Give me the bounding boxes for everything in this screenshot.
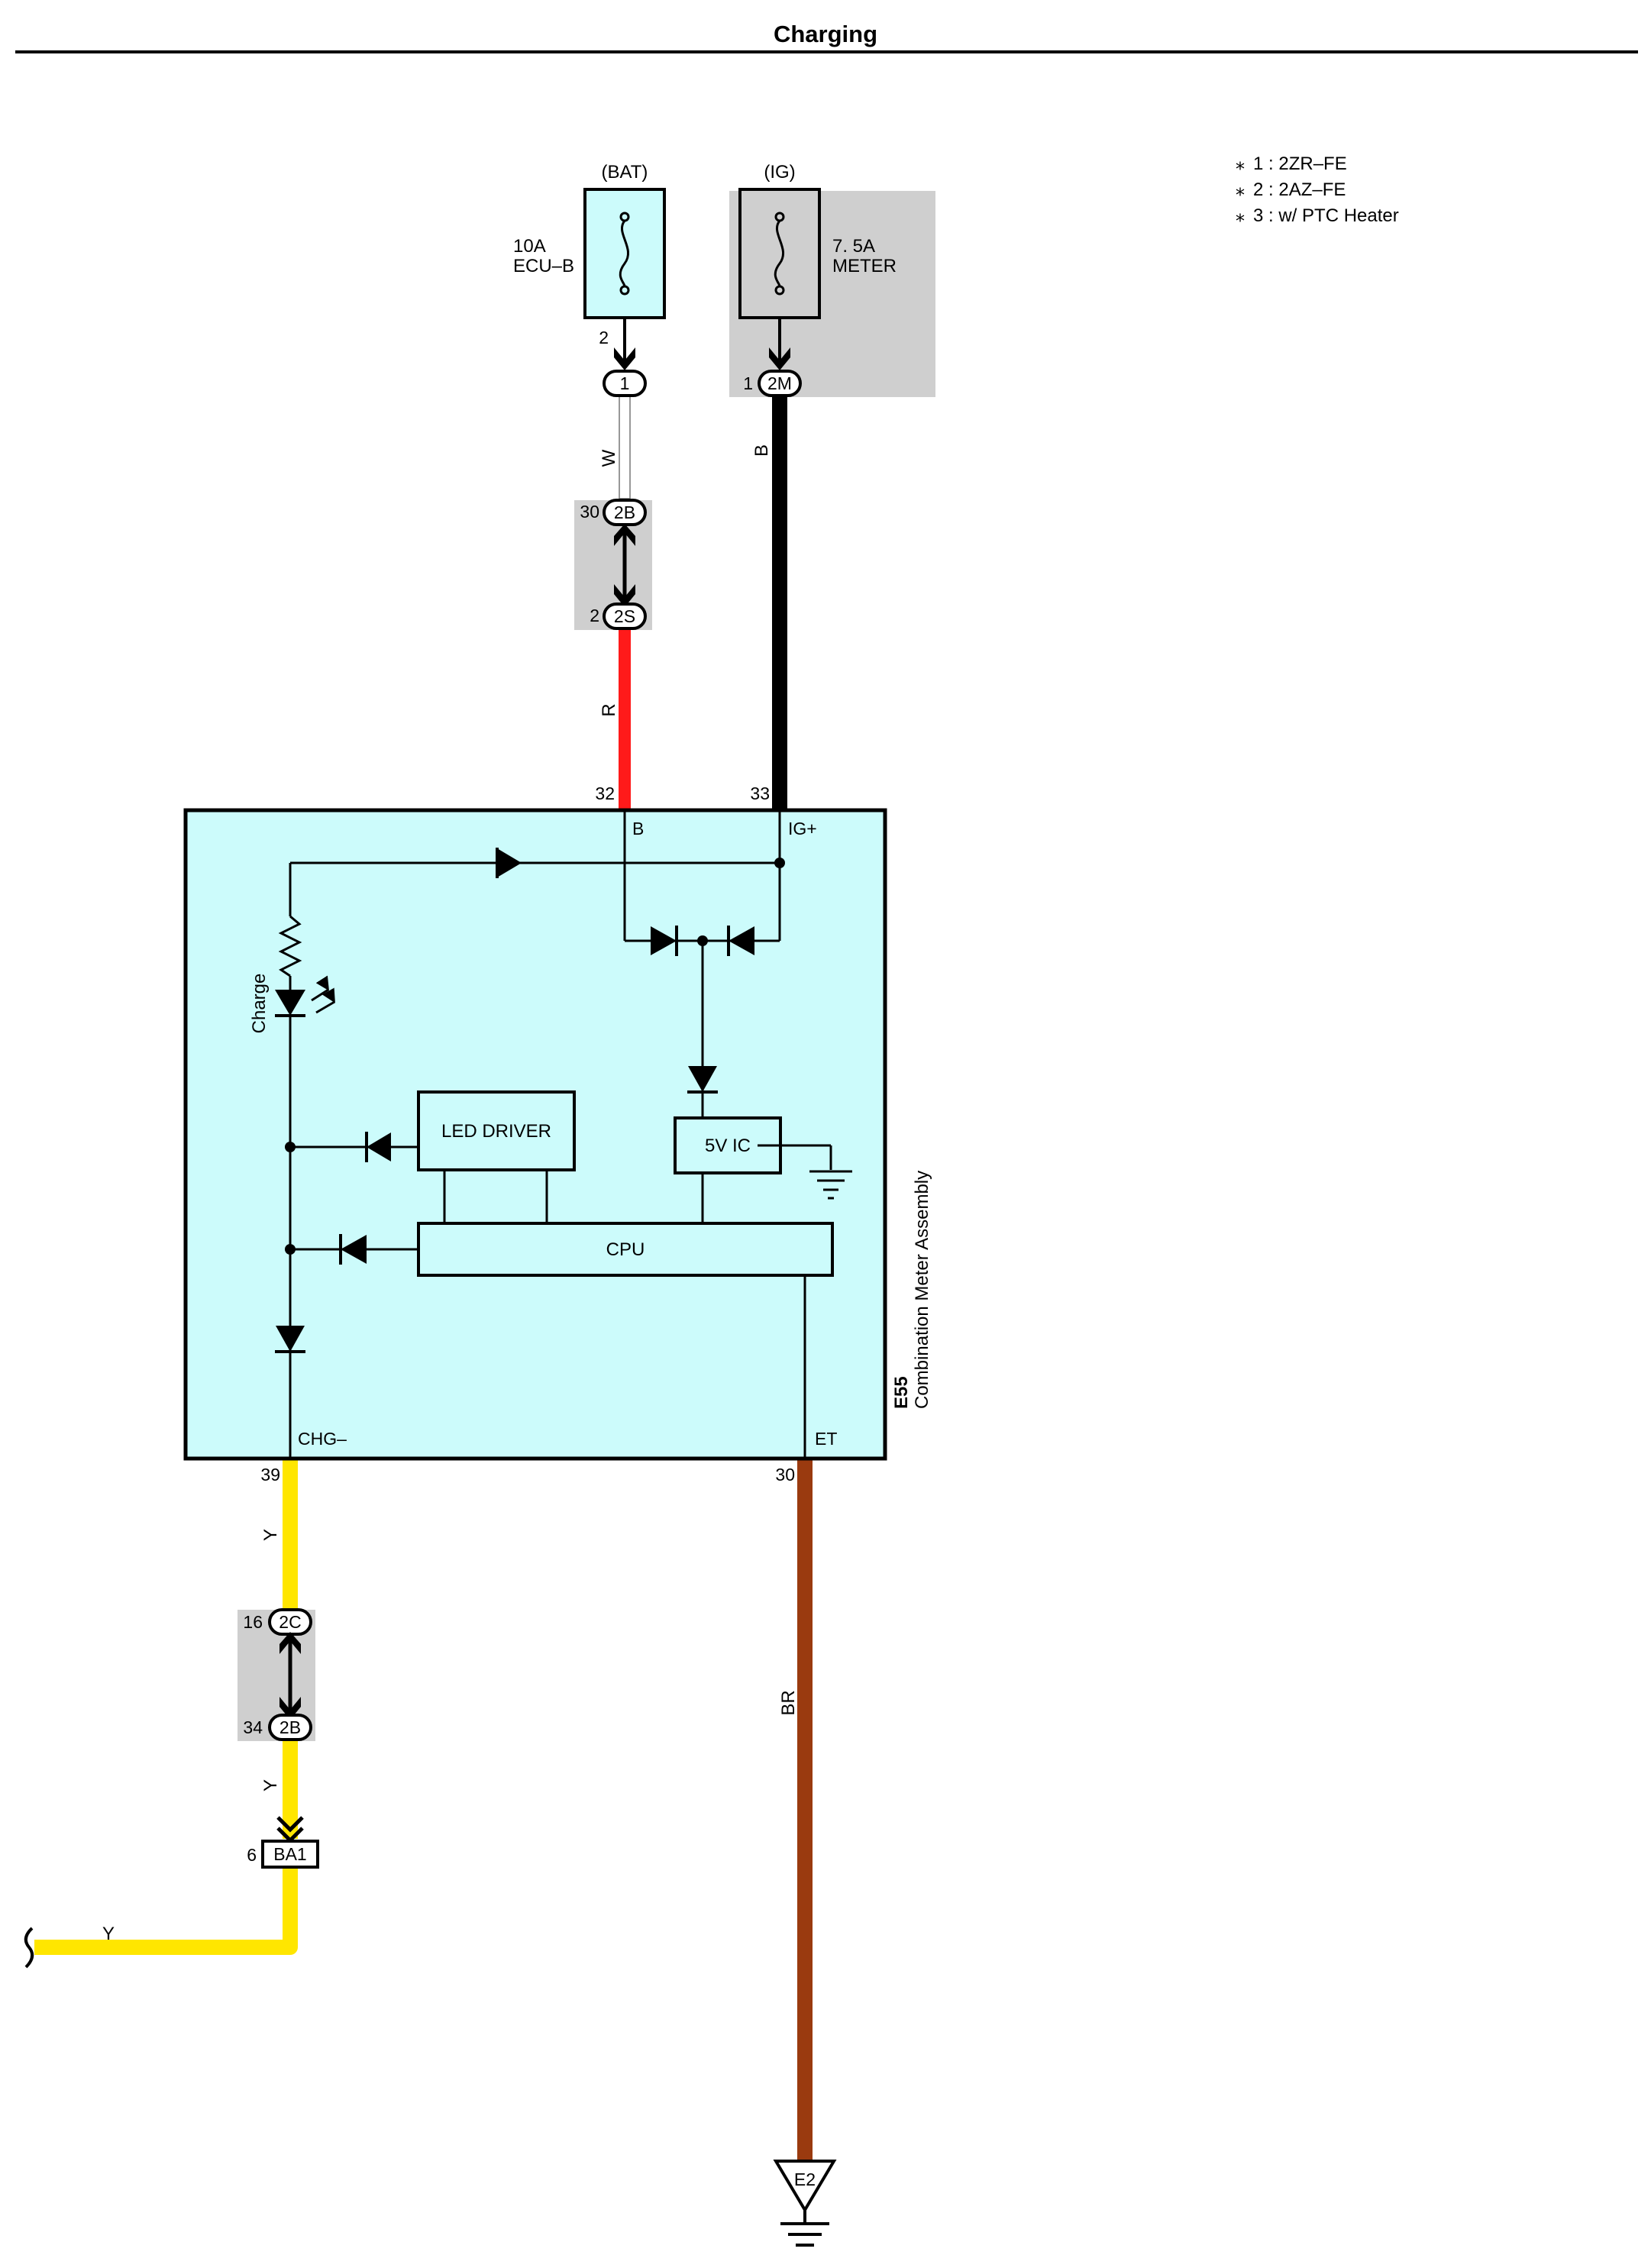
meter-name: Combination Meter Assembly (912, 1171, 932, 1409)
node-led-driver-dot (285, 1142, 296, 1152)
fuse-bat-rating: 10A (513, 236, 546, 257)
footnotes: ⁎ 1 : 2ZR–FE ⁎ 2 : 2AZ–FE ⁎ 3 : w/ PTC H… (1236, 153, 1399, 226)
node-ig-dot (774, 858, 785, 868)
connector-2b-chg-label: 2B (279, 1717, 301, 1737)
connector-2b-bat-label: 2B (614, 502, 635, 522)
connector-1-label: 1 (620, 373, 630, 393)
cpu-block (417, 1222, 834, 1277)
junction-chg-bottom-pin: 34 (243, 1717, 263, 1737)
fuse-bat-box (583, 188, 666, 319)
fuse-bat-icon (619, 212, 630, 296)
fuse-bat-out-pin: 2 (599, 328, 609, 347)
wire-y-upper (283, 1459, 298, 1610)
terminal-ig-pin: 33 (750, 783, 770, 803)
connector-2c-label: 2C (279, 1612, 301, 1632)
ground-e2-icon (773, 2160, 837, 2247)
fuse-ig-icon (774, 212, 785, 296)
junction-bat-top-pin: 30 (580, 502, 599, 522)
connector-1 (603, 370, 647, 397)
junction-bat-arrow-up (614, 524, 635, 546)
wire-w (619, 395, 631, 499)
wire-code-w: W (599, 449, 619, 467)
led-driver-label: LED DRIVER (441, 1121, 551, 1142)
note-mark-3: ⁎ (1236, 205, 1245, 226)
terminal-et-pin: 30 (775, 1465, 795, 1485)
note-mark-2: ⁎ (1236, 179, 1245, 200)
connector-2b-chg (268, 1714, 312, 1741)
fuse-ig-rating: 7. 5A (832, 236, 875, 257)
node-cpu-dot (285, 1244, 296, 1255)
ground-e2-label: E2 (794, 2169, 816, 2189)
cpu-label: CPU (606, 1239, 645, 1260)
wire-break-mark (24, 1927, 34, 1969)
fuse-ig-name: METER (832, 256, 897, 276)
wire-code-y-upper: Y (260, 1529, 281, 1541)
note-3: 3 : w/ PTC Heater (1253, 205, 1399, 226)
junction-bat-bottom-pin: 2 (590, 606, 599, 625)
connector-2m-label: 2M (767, 373, 792, 393)
fuse-bat-arrow (614, 347, 635, 370)
charge-lamp-icon (275, 975, 335, 1017)
terminal-ig-label: IG+ (788, 819, 817, 838)
wire-y-lower (283, 1741, 298, 1839)
fuse-ig-out-pin: 1 (743, 373, 753, 393)
junction-chg-arrow-up (279, 1632, 301, 1654)
note-mark-1: ⁎ (1236, 153, 1245, 174)
diode-b (651, 926, 678, 956)
ig-fuse-shade (729, 191, 935, 397)
wire-br (797, 1459, 813, 2161)
wire-code-br: BR (778, 1690, 799, 1715)
junction-chg-top-pin: 16 (243, 1612, 263, 1632)
terminal-chg-pin: 39 (260, 1465, 280, 1485)
note-2: 2 : 2AZ–FE (1253, 179, 1346, 200)
connector-2s-label: 2S (614, 606, 635, 626)
wire-b (772, 396, 787, 810)
fuse-ig-source: (IG) (764, 162, 795, 183)
wire-code-b: B (751, 444, 772, 457)
fuse-bat-source: (BAT) (602, 162, 648, 183)
wire-code-r: R (599, 703, 619, 716)
terminal-chg-label: CHG– (298, 1429, 347, 1449)
wire-code-y-out: Y (102, 1924, 115, 1944)
connector-2s (603, 603, 647, 630)
connector-ba1 (261, 1840, 319, 1869)
wire-code-y-lower: Y (260, 1779, 281, 1791)
fuse-bat-name: ECU–B (513, 256, 574, 276)
wire-y-out (34, 1866, 298, 1955)
fuse-ig-arrow (769, 347, 790, 370)
terminal-et-label: ET (815, 1429, 837, 1449)
internal-ground-icon (809, 1170, 852, 1200)
diode-cpu (339, 1234, 367, 1265)
meter-code: E55 (891, 1376, 912, 1409)
diode-ig (727, 926, 754, 956)
ic5v-label: 5V IC (705, 1136, 751, 1156)
led-driver-block (417, 1090, 576, 1171)
node-centre-dot (697, 935, 708, 946)
diode-5v (687, 1066, 718, 1094)
ic5v-block (674, 1116, 782, 1174)
ba1-pin: 6 (247, 1845, 257, 1865)
terminal-b-label: B (632, 819, 644, 838)
diode-led-driver (365, 1132, 391, 1162)
charge-lamp-label: Charge (249, 974, 270, 1034)
diode-top (496, 848, 522, 878)
note-1: 1 : 2ZR–FE (1253, 153, 1347, 174)
terminal-b-pin: 32 (595, 783, 615, 803)
wire-r (619, 630, 631, 810)
diode-chg (275, 1326, 305, 1353)
connector-2m (758, 370, 802, 397)
connector-ba1-label: BA1 (273, 1844, 306, 1864)
page-title: Charging (774, 21, 877, 47)
